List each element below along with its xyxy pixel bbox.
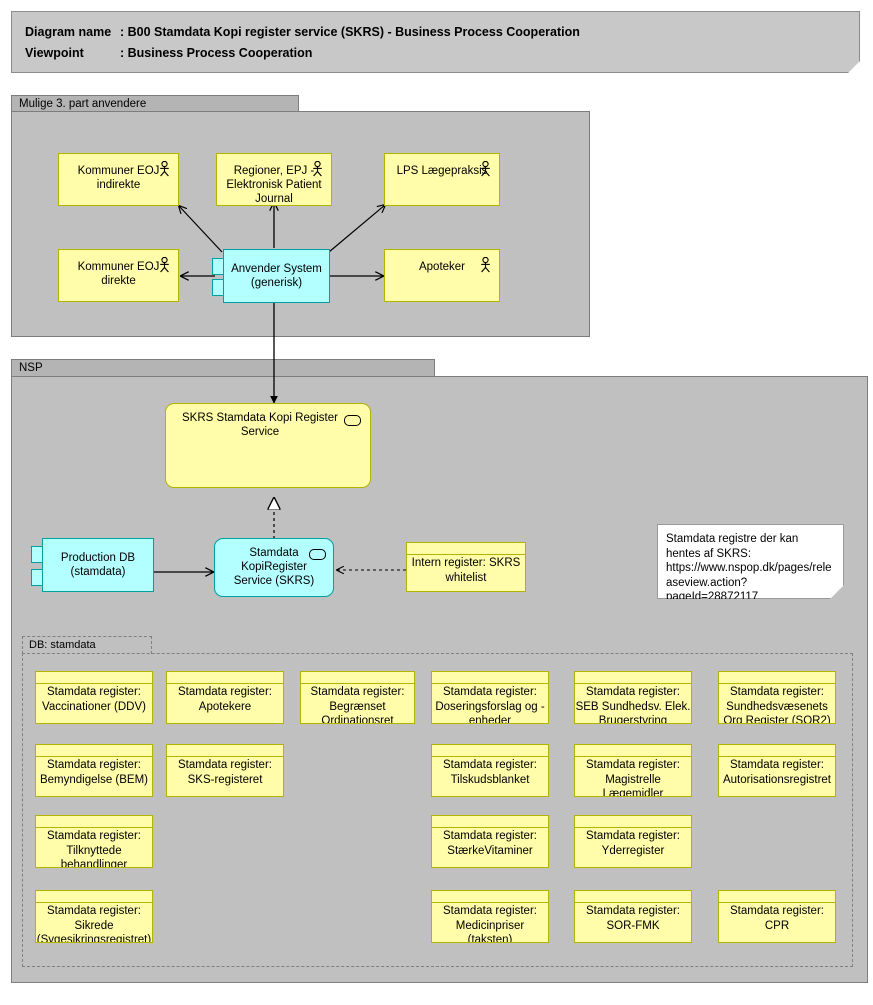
group-third-party — [11, 111, 590, 337]
node-label: Stamdata register: Tilknyttede behandlin… — [47, 830, 141, 867]
node-label: Stamdata register: Sundhedsvæsenets Org … — [723, 686, 831, 723]
node-stamdata-register[interactable]: Stamdata register: Yderregister — [574, 815, 692, 868]
actor-icon — [481, 257, 490, 273]
node-stamdata-register[interactable]: Stamdata register: StærkeVitaminer — [431, 815, 549, 868]
node-anvender-system[interactable]: Anvender System (generisk) — [223, 249, 330, 303]
object-header-band — [301, 672, 414, 684]
node-lps-laegepraksis[interactable]: LPS Lægepraksis — [384, 153, 500, 206]
node-stamdata-kopiregister-service[interactable]: Stamdata KopiRegister Service (SKRS) — [214, 538, 334, 597]
node-label: Stamdata register: SOR-FMK — [586, 905, 680, 932]
diagram-name-line: Diagram name : B00 Stamdata Kopi register… — [25, 25, 580, 39]
node-kommuner-eoj-indirekte[interactable]: Kommuner EOJ indirekte — [58, 153, 179, 206]
node-regioner-epj[interactable]: Regioner, EPJ - Elektronisk Patient Jour… — [216, 153, 332, 206]
node-production-db[interactable]: Production DB (stamdata) — [42, 538, 154, 592]
node-stamdata-register[interactable]: Stamdata register: Sikrede (Sygesikrings… — [35, 890, 153, 943]
actor-icon — [313, 161, 322, 177]
object-header-band — [575, 891, 691, 903]
node-label: Stamdata register: StærkeVitaminer — [443, 830, 537, 857]
object-header-band — [407, 543, 525, 555]
node-label: Stamdata register: Magistrelle Lægemidle… — [586, 759, 680, 796]
diagram-name-label: Diagram name — [25, 25, 112, 39]
node-label: Stamdata register: Begrænset Ordinations… — [310, 686, 405, 723]
actor-icon — [481, 161, 490, 177]
node-label: Apoteker — [418, 261, 466, 273]
object-header-band — [36, 672, 152, 684]
node-label: Stamdata register: Sikrede (Sygesikrings… — [36, 905, 152, 942]
object-header-band — [432, 745, 548, 757]
node-intern-register-skrs-whitelist[interactable]: Intern register: SKRS whitelist — [406, 542, 526, 592]
node-label: Stamdata register: Apotekere — [178, 686, 272, 713]
viewpoint-value: : Business Process Cooperation — [120, 46, 313, 60]
object-header-band — [575, 745, 691, 757]
node-stamdata-register[interactable]: Stamdata register: Tilknyttede behandlin… — [35, 815, 153, 868]
viewpoint-line: Viewpoint : Business Process Cooperation — [25, 46, 312, 60]
node-label: Stamdata register: Yderregister — [586, 830, 680, 857]
object-header-band — [432, 891, 548, 903]
node-label: Kommuner EOJ indirekte — [77, 165, 160, 191]
diagram-title-banner: Diagram name : B00 Stamdata Kopi register… — [11, 11, 860, 73]
node-skrs-stamdata-kopi-register-service[interactable]: SKRS Stamdata Kopi Register Service — [165, 403, 371, 488]
viewpoint-label: Viewpoint — [25, 46, 84, 60]
node-label: Production DB (stamdata) — [60, 552, 136, 578]
node-label: Stamdata register: Medicinpriser (takste… — [443, 905, 537, 942]
node-label: Stamdata register: Tilskudsblanket — [443, 759, 537, 786]
note-text: Stamdata registre der kan hentes af SKRS… — [666, 533, 832, 603]
actor-icon — [160, 257, 169, 273]
object-header-band — [36, 816, 152, 828]
node-label: Stamdata register: SKS-registeret — [178, 759, 272, 786]
node-label: Stamdata register: Autorisationsregistre… — [722, 759, 832, 786]
node-stamdata-register[interactable]: Stamdata register: Vaccinationer (DDV) — [35, 671, 153, 724]
node-label: Stamdata KopiRegister Service (SKRS) — [233, 547, 315, 587]
group-nsp-tab: NSP — [11, 359, 435, 377]
object-header-band — [719, 745, 835, 757]
node-label: Stamdata register: CPR — [730, 905, 824, 932]
node-stamdata-register[interactable]: Stamdata register: Begrænset Ordinations… — [300, 671, 415, 724]
object-header-band — [167, 672, 283, 684]
group-third-party-tab: Mulige 3. part anvendere — [11, 95, 299, 112]
object-header-band — [36, 891, 152, 903]
actor-icon — [160, 161, 169, 177]
node-label: Anvender System (generisk) — [231, 263, 322, 289]
node-stamdata-register[interactable]: Stamdata register: Tilskudsblanket — [431, 744, 549, 797]
node-stamdata-register[interactable]: Stamdata register: Apotekere — [166, 671, 284, 724]
node-stamdata-register[interactable]: Stamdata register: Bemyndigelse (BEM) — [35, 744, 153, 797]
node-stamdata-register[interactable]: Stamdata register: SOR-FMK — [574, 890, 692, 943]
node-stamdata-register[interactable]: Stamdata register: CPR — [718, 890, 836, 943]
node-label: Stamdata register: Doseringsforslag og -… — [435, 686, 545, 723]
node-label: LPS Lægepraksis — [396, 165, 488, 177]
node-stamdata-register[interactable]: Stamdata register: Autorisationsregistre… — [718, 744, 836, 797]
service-oval-icon — [309, 549, 326, 560]
node-label: Intern register: SKRS whitelist — [411, 557, 521, 584]
node-label: Regioner, EPJ - Elektronisk Patient Jour… — [226, 165, 322, 205]
object-header-band — [432, 816, 548, 828]
node-stamdata-register[interactable]: Stamdata register: Sundhedsvæsenets Org … — [718, 671, 836, 724]
object-header-band — [167, 745, 283, 757]
node-kommuner-eoj-direkte[interactable]: Kommuner EOJ direkte — [58, 249, 179, 302]
service-oval-icon — [344, 415, 361, 426]
note-stamdata-registre: Stamdata registre der kan hentes af SKRS… — [657, 524, 844, 599]
node-label: Stamdata register: Vaccinationer (DDV) — [42, 686, 146, 713]
node-label: Kommuner EOJ direkte — [77, 261, 160, 287]
group-db-stamdata-tab: DB: stamdata — [22, 636, 152, 654]
object-header-band — [719, 672, 835, 684]
object-header-band — [432, 672, 548, 684]
node-stamdata-register[interactable]: Stamdata register: SEB Sundhedsv. Elek. … — [574, 671, 692, 724]
node-label: Stamdata register: Bemyndigelse (BEM) — [39, 759, 148, 786]
node-stamdata-register[interactable]: Stamdata register: SKS-registeret — [166, 744, 284, 797]
object-header-band — [719, 891, 835, 903]
object-header-band — [575, 672, 691, 684]
node-label: Stamdata register: SEB Sundhedsv. Elek. … — [575, 686, 691, 723]
group-db-stamdata — [22, 653, 853, 967]
object-header-band — [36, 745, 152, 757]
object-header-band — [575, 816, 691, 828]
node-stamdata-register[interactable]: Stamdata register: Doseringsforslag og -… — [431, 671, 549, 724]
diagram-name-value: : B00 Stamdata Kopi register service (SK… — [120, 25, 580, 39]
node-apoteker[interactable]: Apoteker — [384, 249, 500, 302]
node-stamdata-register[interactable]: Stamdata register: Medicinpriser (takste… — [431, 890, 549, 943]
node-stamdata-register[interactable]: Stamdata register: Magistrelle Lægemidle… — [574, 744, 692, 797]
node-label: SKRS Stamdata Kopi Register Service — [182, 412, 338, 438]
